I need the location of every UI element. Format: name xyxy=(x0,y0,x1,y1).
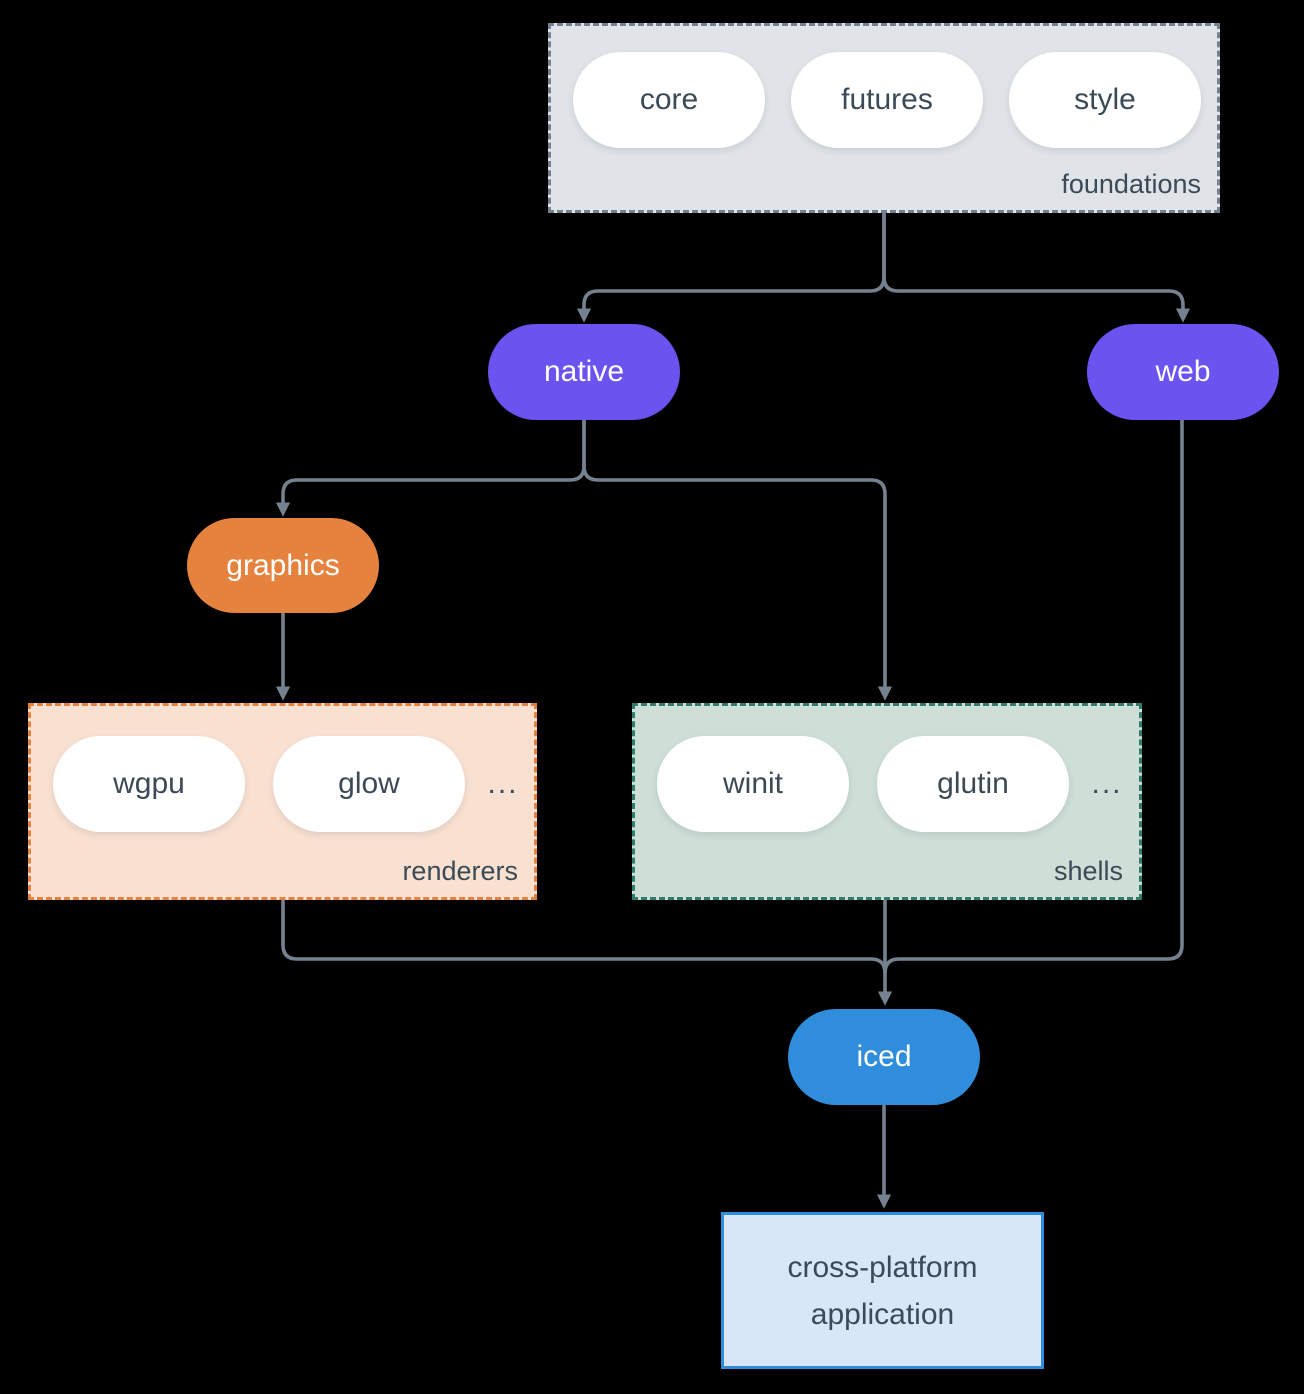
node-graphics: graphics xyxy=(187,518,379,613)
shells-label: shells xyxy=(1053,856,1123,886)
edge-native-to-graphics xyxy=(275,420,586,517)
application-box: cross-platform application xyxy=(721,1212,1044,1369)
renderers-ellipsis: ... xyxy=(487,767,519,800)
foundations-label: foundations xyxy=(1061,169,1201,199)
edge-foundations-to-native xyxy=(576,213,886,323)
node-web: web xyxy=(1087,324,1279,420)
pill-core: core xyxy=(573,52,765,148)
edge-foundations-to-web xyxy=(882,213,1191,323)
pill-futures: futures xyxy=(791,52,983,148)
edge-renderers-to-merge xyxy=(281,900,887,974)
pill-wgpu: wgpu xyxy=(53,736,245,832)
renderers-label: renderers xyxy=(402,856,518,886)
group-renderers: wgpu glow ... renderers xyxy=(28,703,537,900)
group-foundations: core futures style foundations xyxy=(548,23,1220,213)
node-native: native xyxy=(488,324,680,420)
edge-native-to-shells xyxy=(582,420,893,701)
pill-style: style xyxy=(1009,52,1201,148)
pill-winit: winit xyxy=(657,736,849,832)
application-label: cross-platform application xyxy=(787,1250,978,1331)
group-shells: winit glutin ... shells xyxy=(632,703,1142,900)
pill-glow: glow xyxy=(273,736,465,832)
pill-glutin: glutin xyxy=(877,736,1069,832)
shells-ellipsis: ... xyxy=(1091,767,1123,800)
node-iced: iced xyxy=(788,1009,980,1105)
